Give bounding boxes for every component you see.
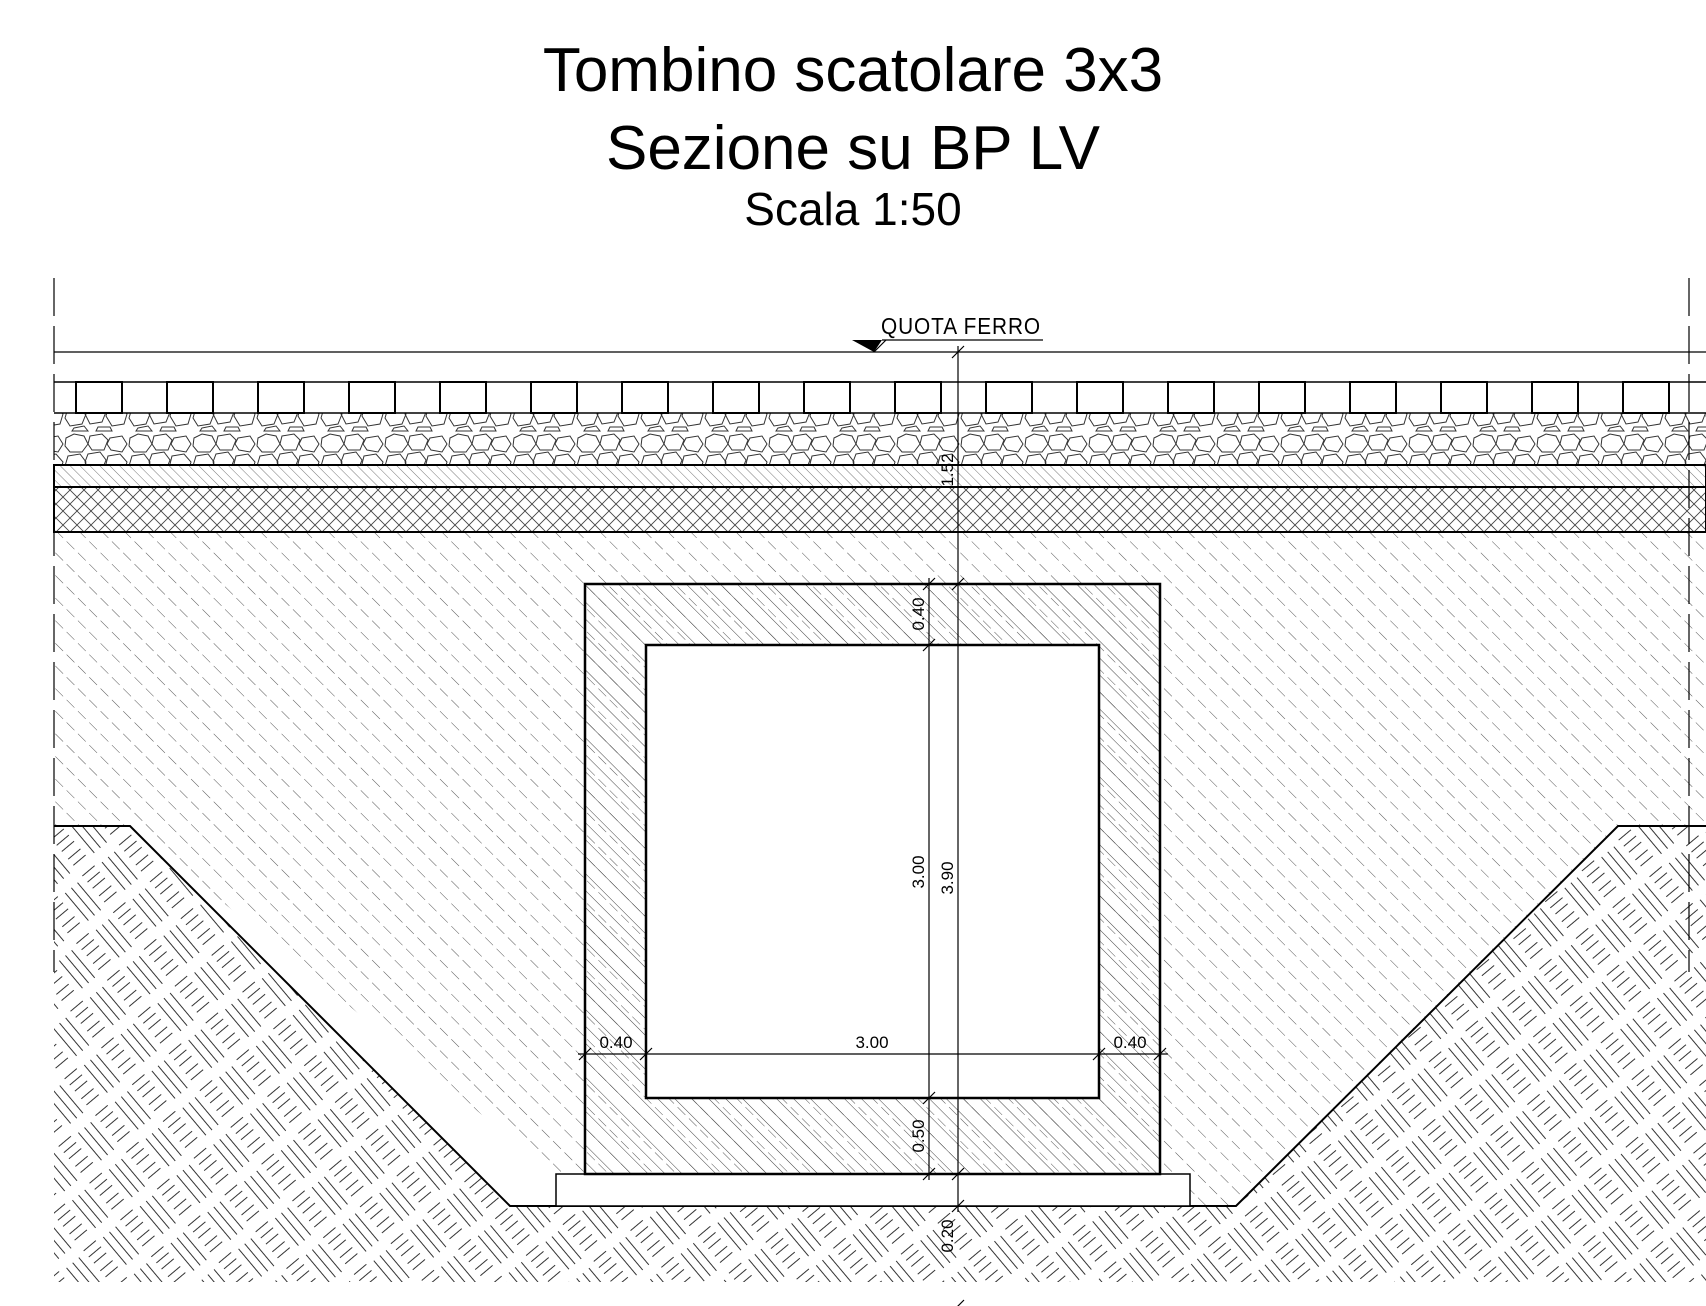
box-culvert-opening	[644, 643, 1101, 1100]
sleeper	[894, 381, 942, 414]
sleeper	[530, 381, 578, 414]
sleeper	[75, 381, 123, 414]
rail-level-marker: QUOTA FERRO	[852, 313, 1043, 353]
natural-ground	[54, 826, 1706, 1306]
sleeper	[1440, 381, 1488, 414]
sleeper	[1531, 381, 1579, 414]
dim-top-slab: 0.40	[909, 597, 928, 630]
sleeper	[348, 381, 396, 414]
sleeper	[1076, 381, 1124, 414]
level-symbol-line	[873, 339, 887, 353]
horizontal-dimensions	[578, 1047, 1168, 1061]
dim-lean-concrete: 0.20	[938, 1219, 957, 1252]
ballast-layer	[54, 413, 1706, 465]
vertical-dimensions	[922, 345, 965, 1306]
title-line-1: Tombino scatolare 3x3	[542, 36, 1164, 105]
sleeper	[803, 381, 851, 414]
dimension-ticks	[922, 345, 965, 1306]
dim-right-wall: 0.40	[1113, 1033, 1146, 1052]
box-culvert-outline	[583, 582, 1162, 1176]
box-culvert-concrete	[585, 584, 1160, 1174]
sleeper	[257, 381, 305, 414]
title-line-2: Sezione su BP LV	[605, 114, 1101, 183]
sleeper	[439, 381, 487, 414]
sleeper	[712, 381, 760, 414]
dim-bottom-slab: 0.50	[909, 1119, 928, 1152]
scale-label: Scala 1:50	[744, 183, 962, 235]
rail-level-label: QUOTA FERRO	[881, 313, 1041, 339]
sleeper	[985, 381, 1033, 414]
dim-cover-depth: 1.52	[938, 453, 957, 486]
supercompacted-layer	[53, 486, 1706, 533]
sleeper	[1167, 381, 1215, 414]
sleeper	[1349, 381, 1397, 414]
sleepers	[75, 381, 1670, 414]
level-triangle-icon	[852, 340, 882, 352]
lean-concrete-base	[555, 1173, 1191, 1207]
sub-ballast-layer	[53, 464, 1706, 488]
sleeper	[1622, 381, 1670, 414]
dim-inner-height: 3.00	[909, 855, 928, 888]
dim-inner-width: 3.00	[855, 1033, 888, 1052]
dim-outer-height: 3.90	[938, 861, 957, 894]
sleeper	[166, 381, 214, 414]
sleeper	[621, 381, 669, 414]
sleeper	[1258, 381, 1306, 414]
bottom-mask	[0, 1282, 1706, 1306]
horizontal-dimension-ticks	[578, 1047, 1167, 1061]
dim-left-wall: 0.40	[599, 1033, 632, 1052]
